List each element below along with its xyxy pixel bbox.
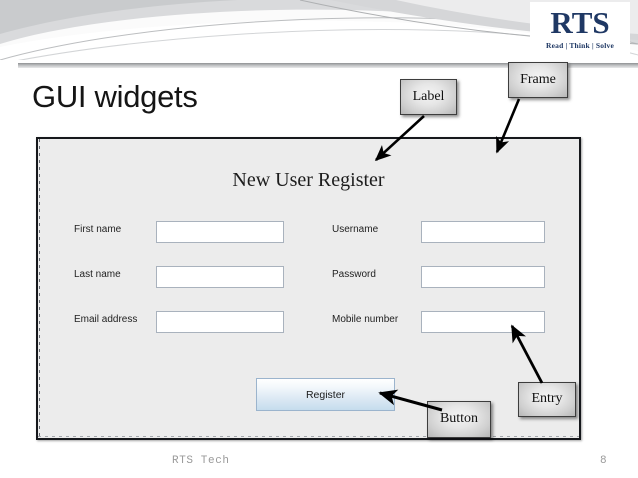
field-row-email-address: Email address [74, 311, 319, 333]
username-input[interactable] [421, 221, 545, 243]
brand-logo: RTS Read | Think | Solve [530, 2, 630, 60]
logo-wordmark: RTS [550, 5, 610, 40]
field-row-first-name: First name [74, 221, 319, 243]
footer-page-number: 8 [600, 455, 607, 467]
field-row-mobile-number: Mobile number [332, 311, 582, 333]
password-input[interactable] [421, 266, 545, 288]
logo-tagline: Read | Think | Solve [545, 41, 615, 50]
form-heading: New User Register [232, 169, 385, 191]
label-password: Password [332, 269, 376, 280]
first-name-input[interactable] [156, 221, 284, 243]
last-name-input[interactable] [156, 266, 284, 288]
label-username: Username [332, 224, 379, 235]
field-row-password: Password [332, 266, 582, 288]
footer-note: RTS Tech [172, 455, 230, 467]
label-last-name: Last name [74, 269, 121, 280]
mobile-number-input[interactable] [421, 311, 545, 333]
callout-frame: Frame [508, 62, 568, 98]
label-mobile-number: Mobile number [332, 314, 399, 325]
label-first-name: First name [74, 224, 122, 235]
register-button[interactable]: Register [256, 378, 395, 411]
callout-button: Button [427, 401, 491, 438]
app-window-frame: New User Register First name Last name E… [36, 137, 581, 440]
label-email-address: Email address [74, 314, 138, 325]
email-address-input[interactable] [156, 311, 284, 333]
callout-entry: Entry [518, 382, 576, 417]
header-divider-bar [18, 63, 638, 68]
page-title: GUI widgets [32, 79, 198, 114]
field-row-last-name: Last name [74, 266, 319, 288]
field-row-username: Username [332, 221, 582, 243]
callout-label: Label [400, 79, 457, 115]
